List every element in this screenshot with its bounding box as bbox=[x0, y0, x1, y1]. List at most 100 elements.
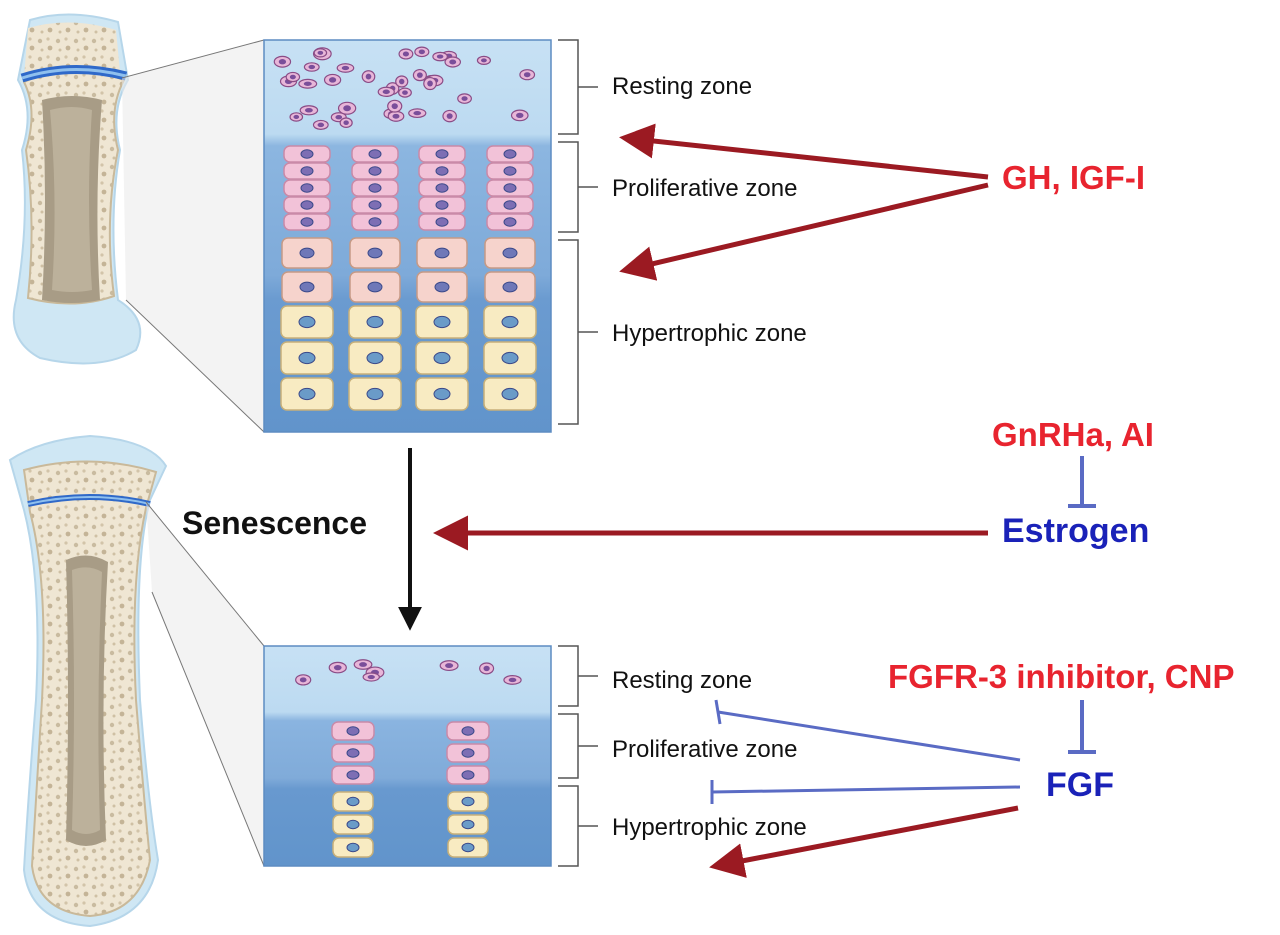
resting-chondrocyte bbox=[414, 46, 430, 58]
hypertrophic-chondrocyte bbox=[415, 341, 469, 375]
hypertrophic-chondrocyte bbox=[280, 341, 334, 375]
stimulate-arrow bbox=[619, 123, 989, 180]
proliferative-chondrocyte bbox=[418, 162, 466, 180]
chondrocyte-columns bbox=[280, 145, 537, 411]
resting-chondrocyte bbox=[398, 48, 414, 60]
resting-chondrocyte bbox=[295, 674, 312, 686]
resting-chondrocyte bbox=[444, 56, 462, 68]
prehypertrophic-chondrocyte bbox=[281, 271, 333, 303]
hypertrophic-chondrocyte bbox=[415, 377, 469, 411]
stimulate-arrow bbox=[619, 182, 989, 281]
proliferative-chondrocyte bbox=[446, 743, 490, 763]
proliferative-chondrocyte bbox=[351, 196, 399, 214]
resting-chondrocyte bbox=[457, 93, 472, 104]
prehypertrophic-chondrocyte bbox=[416, 271, 468, 303]
chondrocyte-columns bbox=[331, 721, 490, 858]
hypertrophic-chondrocyte bbox=[332, 791, 374, 812]
senescence-label: Senescence bbox=[182, 505, 367, 541]
hypertrophic-chondrocyte bbox=[447, 791, 489, 812]
resting-chondrocyte bbox=[387, 110, 405, 122]
zone-label-proliferative: Proliferative zone bbox=[612, 175, 797, 202]
hypertrophic-chondrocyte bbox=[332, 837, 374, 858]
mature-bone-illustration bbox=[8, 434, 168, 928]
growth-plate-panel-senescent bbox=[263, 645, 552, 867]
hypertrophic-chondrocyte bbox=[348, 341, 402, 375]
hypertrophic-chondrocyte bbox=[483, 377, 537, 411]
proliferative-chondrocyte bbox=[446, 721, 490, 741]
hypertrophic-chondrocyte bbox=[447, 814, 489, 835]
prehypertrophic-chondrocyte bbox=[281, 237, 333, 269]
regulator-estrogen: Estrogen bbox=[1002, 512, 1149, 550]
resting-chondrocyte bbox=[339, 117, 353, 129]
hypertrophic-chondrocyte bbox=[348, 305, 402, 339]
resting-chondrocyte bbox=[303, 62, 320, 72]
resting-chondrocyte bbox=[289, 112, 304, 122]
resting-chondrocyte bbox=[361, 70, 376, 84]
resting-chondrocyte bbox=[362, 672, 380, 682]
regulator-gnrha-ai: GnRHa, AI bbox=[992, 416, 1154, 453]
hypertrophic-chondrocyte bbox=[483, 305, 537, 339]
proliferative-chondrocyte bbox=[486, 213, 534, 231]
proliferative-chondrocyte bbox=[486, 196, 534, 214]
resting-chondrocyte bbox=[353, 659, 373, 670]
resting-chondrocyte bbox=[439, 660, 459, 672]
inhibit-line bbox=[1068, 700, 1096, 754]
proliferative-chondrocyte bbox=[351, 213, 399, 231]
regulator-fgf: FGF bbox=[1046, 766, 1114, 804]
hypertrophic-chondrocyte bbox=[332, 814, 374, 835]
regulator-gh-igf: GH, IGF-I bbox=[1002, 159, 1145, 196]
zone-brackets bbox=[558, 645, 598, 867]
growth-plate-panel-young bbox=[263, 39, 552, 433]
resting-chondrocyte bbox=[299, 105, 319, 116]
proliferative-chondrocyte bbox=[331, 743, 375, 763]
prehypertrophic-chondrocyte bbox=[349, 271, 401, 303]
proliferative-chondrocyte bbox=[418, 213, 466, 231]
zone-label-resting: Resting zone bbox=[612, 667, 752, 694]
proliferative-chondrocyte bbox=[351, 162, 399, 180]
proliferative-chondrocyte bbox=[418, 145, 466, 163]
resting-chondrocyte bbox=[323, 73, 342, 86]
resting-chondrocyte bbox=[398, 87, 412, 98]
proliferative-chondrocyte bbox=[283, 162, 331, 180]
proliferative-chondrocyte bbox=[446, 765, 490, 785]
zone-brackets bbox=[558, 39, 598, 425]
proliferative-chondrocyte bbox=[486, 145, 534, 163]
inhibit-line bbox=[1068, 456, 1096, 508]
resting-chondrocyte bbox=[479, 662, 495, 675]
resting-chondrocyte bbox=[408, 108, 427, 119]
proliferative-chondrocyte bbox=[418, 179, 466, 197]
zone-label-proliferative: Proliferative zone bbox=[612, 736, 797, 763]
regulator-fgfr3-cnp: FGFR-3 inhibitor, CNP bbox=[888, 658, 1234, 695]
resting-chondrocyte bbox=[328, 661, 347, 674]
resting-chondrocyte bbox=[298, 78, 318, 89]
zoom-wedge bbox=[122, 40, 264, 432]
resting-chondrocyte bbox=[377, 86, 395, 97]
resting-chondrocyte bbox=[442, 109, 457, 123]
resting-chondrocyte bbox=[337, 101, 357, 115]
resting-chondrocyte bbox=[503, 675, 522, 685]
resting-chondrocyte bbox=[273, 55, 292, 68]
prehypertrophic-chondrocyte bbox=[416, 237, 468, 269]
resting-chondrocyte bbox=[432, 51, 448, 62]
zone-label-hypertrophic: Hypertrophic zone bbox=[612, 320, 807, 347]
proliferative-chondrocyte bbox=[351, 145, 399, 163]
resting-chondrocyte bbox=[476, 55, 492, 65]
resting-chondrocyte bbox=[285, 71, 301, 83]
zoom-wedge bbox=[146, 502, 264, 866]
resting-chondrocyte bbox=[312, 119, 329, 130]
proliferative-chondrocyte bbox=[418, 196, 466, 214]
resting-cells bbox=[295, 659, 522, 686]
inhibit-line bbox=[710, 699, 1021, 804]
stimulate-arrow bbox=[709, 805, 1019, 878]
hypertrophic-chondrocyte bbox=[280, 305, 334, 339]
hypertrophic-chondrocyte bbox=[348, 377, 402, 411]
proliferative-chondrocyte bbox=[351, 179, 399, 197]
proliferative-chondrocyte bbox=[283, 196, 331, 214]
hypertrophic-chondrocyte bbox=[415, 305, 469, 339]
proliferative-chondrocyte bbox=[283, 145, 331, 163]
hypertrophic-chondrocyte bbox=[280, 377, 334, 411]
prehypertrophic-chondrocyte bbox=[484, 271, 536, 303]
resting-chondrocyte bbox=[423, 76, 437, 91]
proliferative-chondrocyte bbox=[283, 213, 331, 231]
